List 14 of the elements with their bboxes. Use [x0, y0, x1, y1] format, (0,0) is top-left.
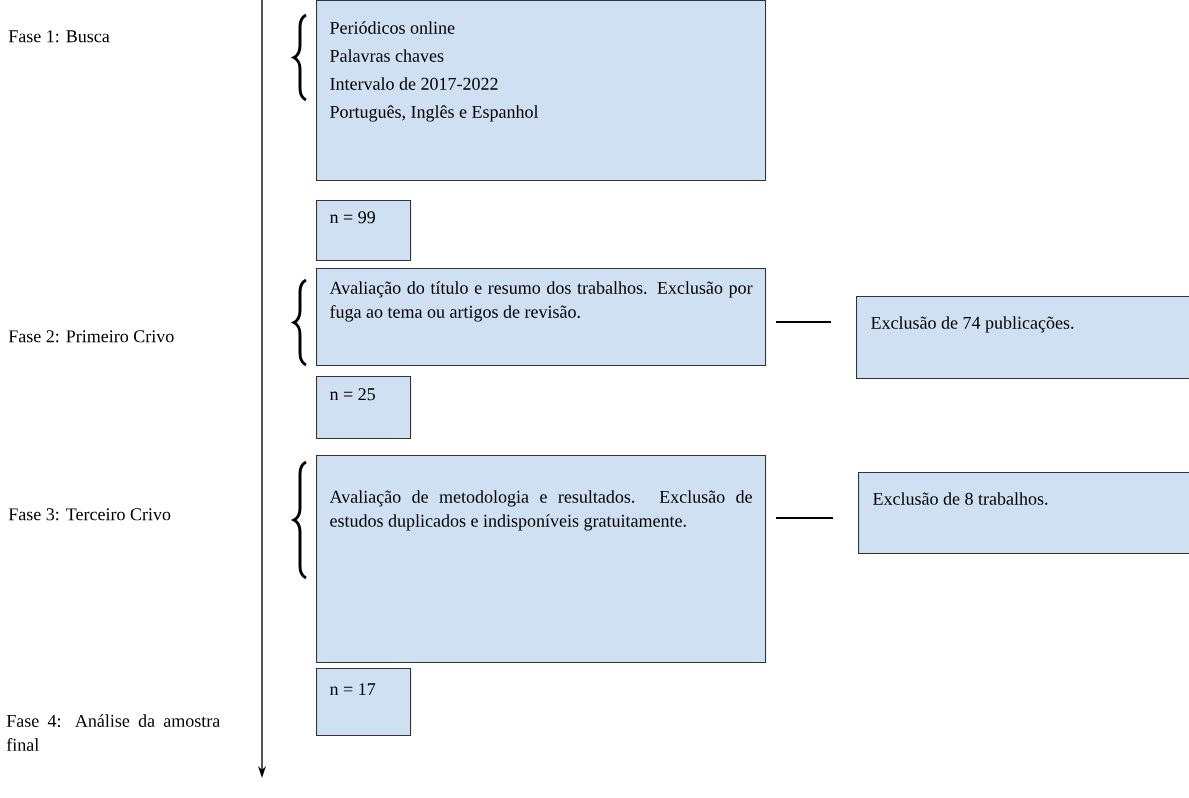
- phase-label: Fase 1: Busca: [8, 30, 110, 43]
- connector-line: [775, 321, 832, 323]
- process-box: Exclusão de 8 trabalhos.: [858, 472, 1189, 555]
- process-box: Exclusão de 74 publicações.: [856, 296, 1189, 380]
- connector-line: [775, 517, 834, 519]
- phase-label: Fase 3: Terceiro Crivo: [8, 508, 171, 521]
- process-box: n = 99: [316, 200, 412, 262]
- phase-label: Fase 2: Primeiro Crivo: [8, 330, 174, 343]
- process-box: Avaliação do título e resumo dos trabalhos. Exclusão por fuga ao tema ou artigos de revisão.: [316, 268, 767, 367]
- process-box: n = 25: [316, 376, 412, 440]
- process-box: Periódicos online Palavras chaves Intervalo de 2017-2022 Português, Inglês e Espanhol: [316, 0, 767, 182]
- process-box: Avaliação de metodologia e resultados. Exclusão de estudos duplicados e indisponíveis gratuitamente.: [316, 455, 767, 664]
- process-box: n = 17: [316, 668, 412, 737]
- phase-label: Fase 4: Análise da amostra final: [6, 714, 220, 751]
